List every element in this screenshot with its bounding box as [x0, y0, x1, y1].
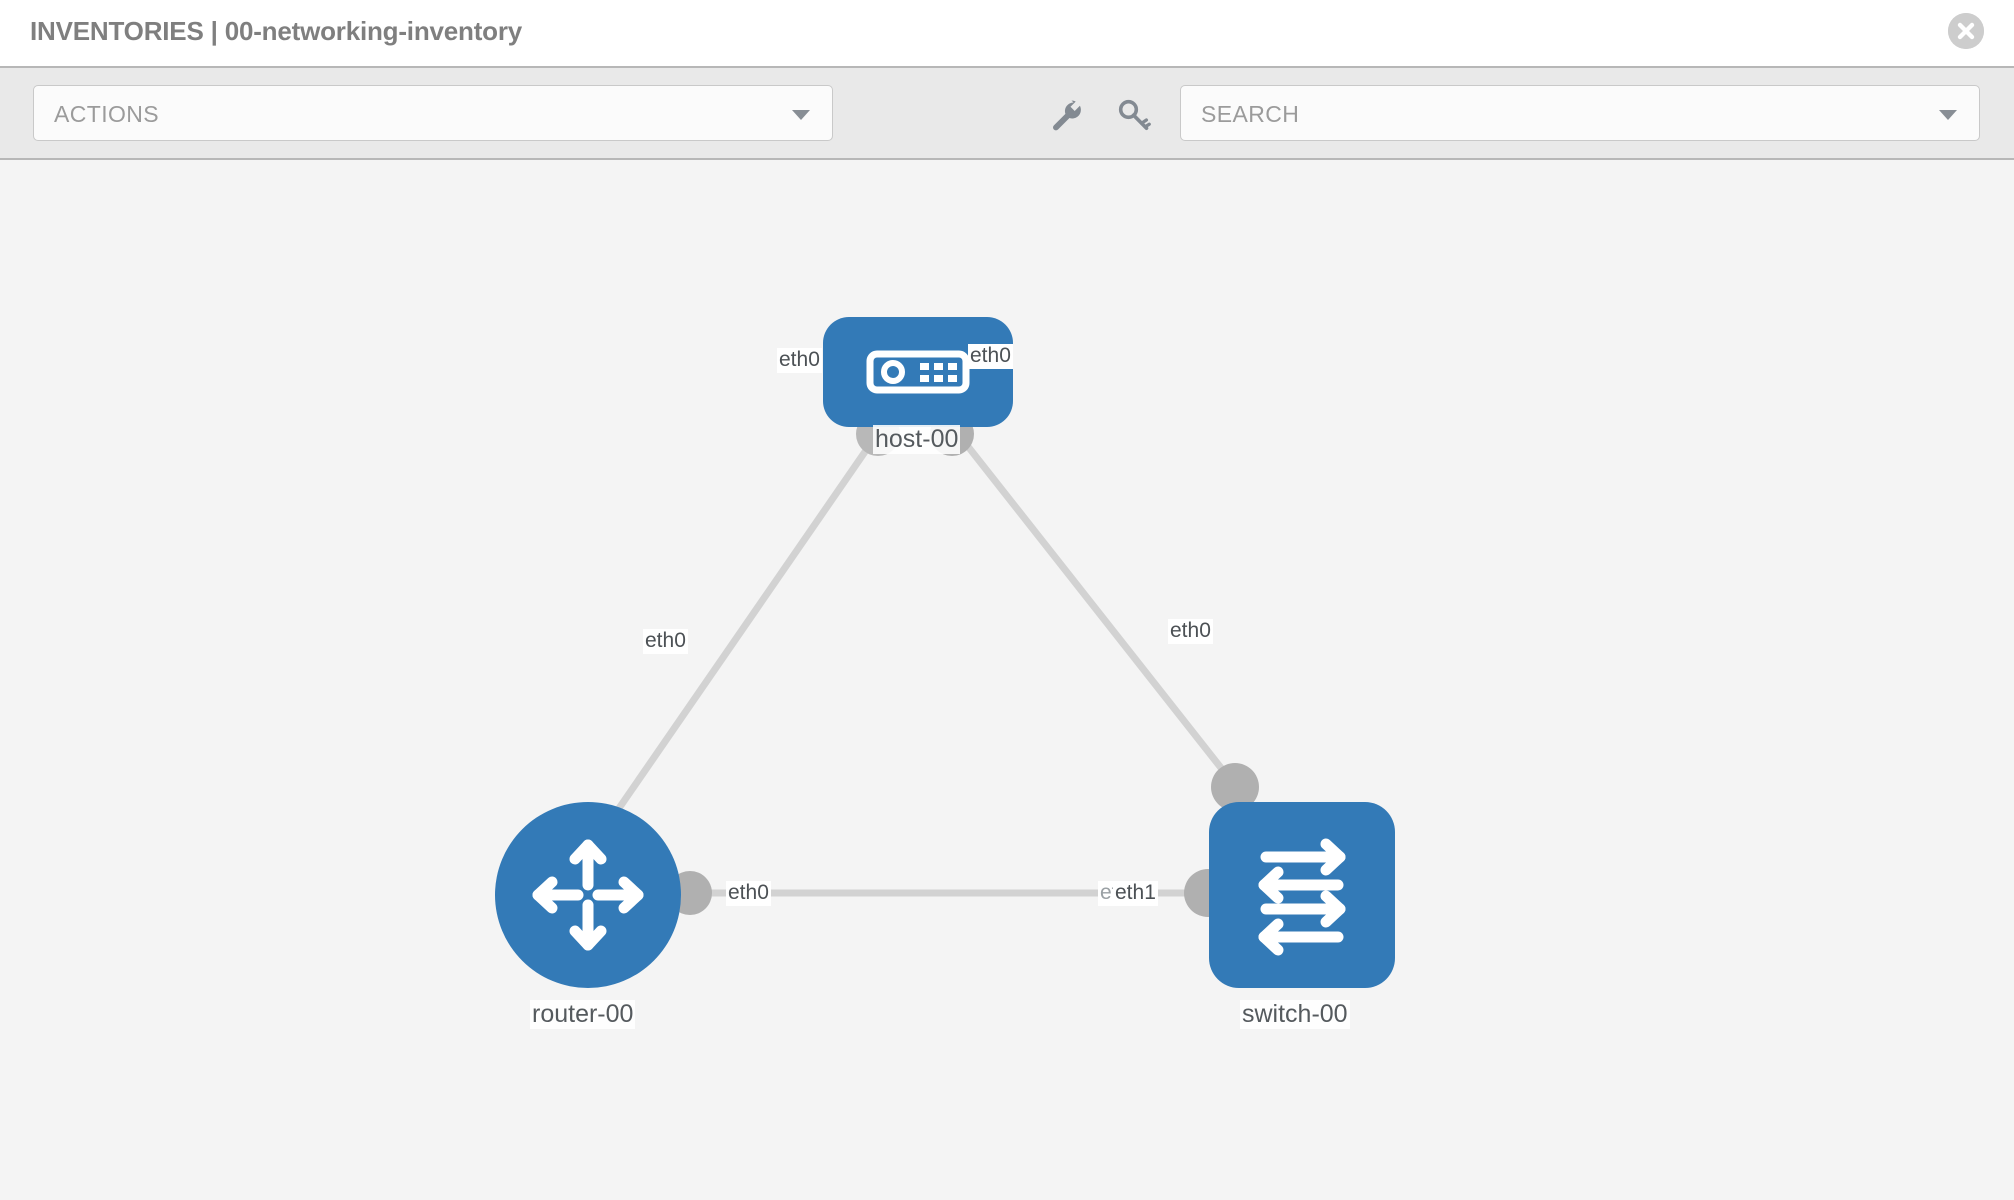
wrench-icon[interactable] — [1046, 95, 1086, 135]
node-host-00[interactable]: host-00 — [823, 317, 1013, 454]
toolbar: ACTIONS SEARCH — [0, 68, 2014, 160]
actions-dropdown[interactable]: ACTIONS — [33, 85, 833, 141]
iface-label-switch-left: eth1 — [1113, 881, 1158, 906]
node-host-00-shape[interactable] — [823, 317, 1013, 427]
iface-handle-switch-top — [1211, 763, 1259, 811]
switch-arrows-icon — [1258, 838, 1346, 956]
close-icon[interactable] — [1948, 13, 1984, 49]
iface-label-host-left: eth0 — [777, 348, 822, 373]
node-switch-00-label: switch-00 — [1240, 1000, 1350, 1029]
link-host-switch — [952, 427, 1243, 795]
link-host-router — [601, 428, 883, 832]
node-host-00-label: host-00 — [873, 425, 961, 454]
chevron-down-icon — [1939, 110, 1957, 120]
page-header: INVENTORIES | 00-networking-inventory — [0, 0, 2014, 68]
page-title: INVENTORIES | 00-networking-inventory — [30, 16, 523, 46]
iface-label-router-up: eth0 — [643, 629, 688, 654]
node-router-00[interactable]: router-00 — [495, 802, 681, 1029]
router-arrows-icon — [532, 839, 644, 951]
topology-canvas[interactable]: host-00 router-00 — [0, 162, 2014, 1200]
iface-label-switch-up: eth0 — [1168, 619, 1213, 644]
node-router-00-label: router-00 — [530, 1000, 636, 1029]
server-icon — [866, 350, 970, 394]
iface-label-router-right: eth0 — [726, 881, 771, 906]
chevron-down-icon — [792, 110, 810, 120]
search-placeholder: SEARCH — [1201, 101, 1300, 127]
key-icon[interactable] — [1113, 95, 1153, 135]
iface-label-host-right: eth0 — [968, 344, 1013, 369]
actions-dropdown-label: ACTIONS — [54, 101, 160, 127]
node-router-00-shape[interactable] — [495, 802, 681, 988]
node-switch-00-shape[interactable] — [1209, 802, 1395, 988]
search-input[interactable]: SEARCH — [1180, 85, 1980, 141]
node-switch-00[interactable]: switch-00 — [1209, 802, 1395, 1029]
